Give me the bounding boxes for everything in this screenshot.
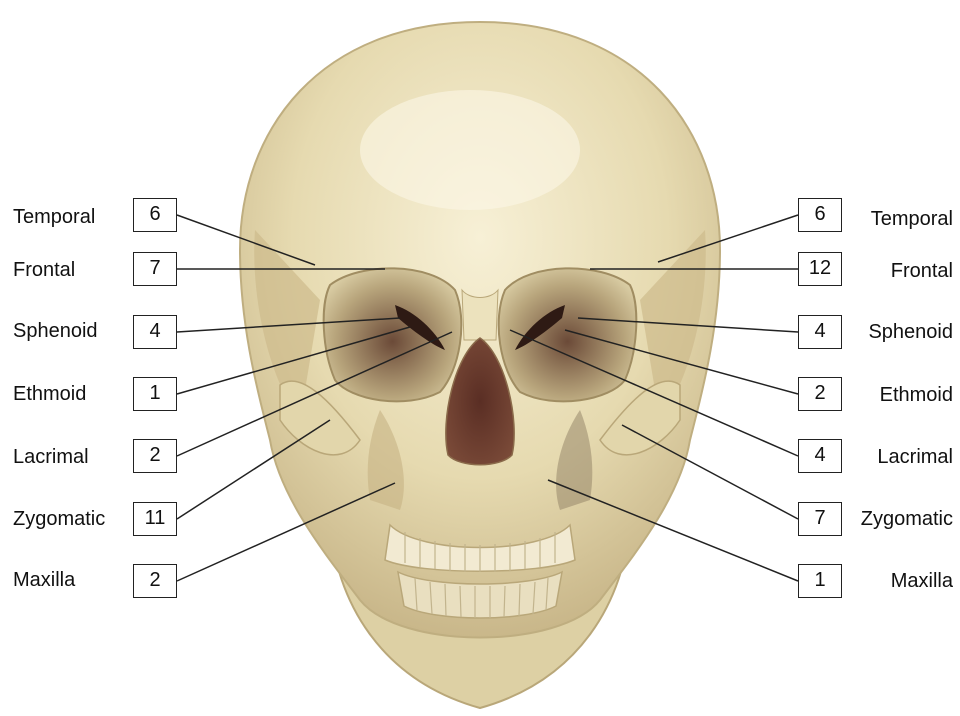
skull <box>240 22 720 708</box>
right-label-temporal: Temporal <box>871 207 953 231</box>
right-count-frontal: 12 <box>798 252 842 286</box>
left-count-frontal: 7 <box>133 252 177 286</box>
right-label-maxilla: Maxilla <box>891 569 953 593</box>
nasal-bridge <box>462 290 498 340</box>
right-count-temporal: 6 <box>798 198 842 232</box>
right-count-lacrimal: 4 <box>798 439 842 473</box>
left-count-zygomatic: 11 <box>133 502 177 536</box>
right-count-sphenoid: 4 <box>798 315 842 349</box>
left-label-zygomatic: Zygomatic <box>13 507 105 531</box>
right-count-maxilla: 1 <box>798 564 842 598</box>
right-count-zygomatic: 7 <box>798 502 842 536</box>
right-label-zygomatic: Zygomatic <box>861 507 953 531</box>
left-label-temporal: Temporal <box>13 205 95 229</box>
left-count-temporal: 6 <box>133 198 177 232</box>
right-label-ethmoid: Ethmoid <box>880 383 953 407</box>
left-orbit <box>324 268 462 401</box>
left-count-maxilla: 2 <box>133 564 177 598</box>
left-label-lacrimal: Lacrimal <box>13 445 89 469</box>
left-label-sphenoid: Sphenoid <box>13 319 98 343</box>
left-count-ethmoid: 1 <box>133 377 177 411</box>
right-label-lacrimal: Lacrimal <box>877 445 953 469</box>
forehead-highlight <box>360 90 580 210</box>
right-label-sphenoid: Sphenoid <box>868 320 953 344</box>
left-label-ethmoid: Ethmoid <box>13 382 86 406</box>
left-count-sphenoid: 4 <box>133 315 177 349</box>
left-label-frontal: Frontal <box>13 258 75 282</box>
left-count-lacrimal: 2 <box>133 439 177 473</box>
right-count-ethmoid: 2 <box>798 377 842 411</box>
left-label-maxilla: Maxilla <box>13 568 75 592</box>
right-label-frontal: Frontal <box>891 259 953 283</box>
